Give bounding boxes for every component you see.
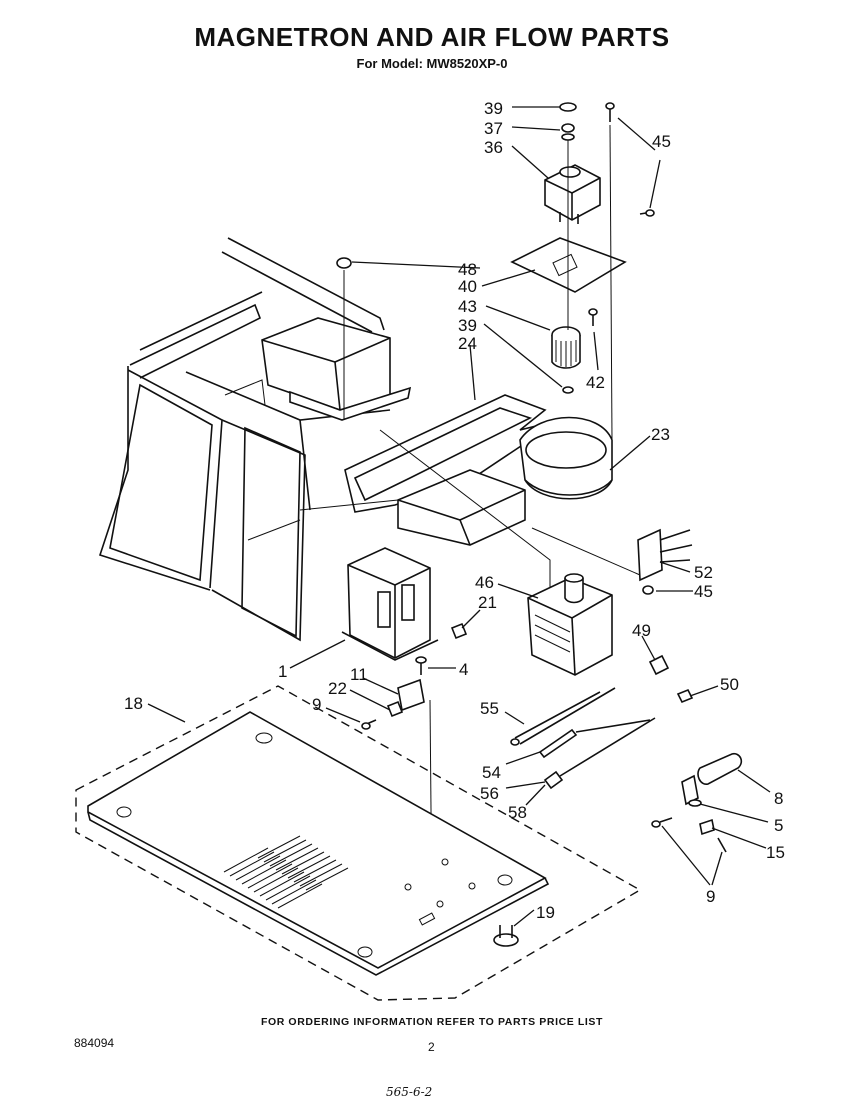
callout-11: 11 [350, 665, 368, 684]
callout-4: 4 [459, 660, 468, 679]
callout-46: 46 [475, 573, 494, 592]
callout-55: 55 [480, 699, 499, 718]
callout-52: 52 [694, 563, 713, 582]
callout-9: 9 [706, 887, 715, 906]
callout-40: 40 [458, 277, 477, 296]
capacitor-group [651, 752, 743, 853]
page-number: 2 [428, 1040, 435, 1054]
foot-19 [493, 925, 519, 947]
callout-50: 50 [720, 675, 739, 694]
callout-labels: 39 37 36 45 48 40 43 39 24 42 23 52 45 4… [124, 99, 785, 922]
thermal-49-50 [648, 654, 694, 704]
callout-22: 22 [328, 679, 347, 698]
lower-duct [397, 469, 526, 546]
callout-45: 45 [694, 582, 713, 601]
callout-19: 19 [536, 903, 555, 922]
base-vent-slots [223, 835, 349, 909]
callout-21: 21 [478, 593, 497, 612]
callout-36: 36 [484, 138, 503, 157]
callout-5: 5 [774, 816, 783, 835]
document-number: 884094 [74, 1036, 115, 1050]
callout-58: 58 [508, 803, 527, 822]
screws-45-42 [336, 102, 655, 326]
bracket-11 [361, 678, 425, 730]
handwritten-note: 565-6-2 [386, 1085, 433, 1099]
callout-9: 9 [312, 695, 321, 714]
callout-39: 39 [458, 316, 477, 335]
bracket-52 [637, 528, 693, 595]
callout-45: 45 [652, 132, 671, 151]
oven-cabinet [98, 237, 391, 642]
leader-lines [147, 106, 771, 927]
base-plate-18 [75, 685, 642, 1001]
ordering-note: FOR ORDERING INFORMATION REFER TO PARTS … [260, 1016, 604, 1028]
callout-1: 1 [278, 662, 287, 681]
callout-39: 39 [484, 99, 503, 118]
callout-43: 43 [458, 297, 477, 316]
callout-24: 24 [458, 334, 477, 353]
callout-15: 15 [766, 843, 785, 862]
callout-18: 18 [124, 694, 143, 713]
callout-8: 8 [774, 789, 783, 808]
fan-motor-36 [544, 164, 601, 224]
model-subtitle: For Model: MW8520XP-0 [356, 56, 508, 71]
callout-42: 42 [586, 373, 605, 392]
upper-duct [261, 317, 412, 421]
transformer-1 [341, 547, 439, 675]
wiring-harness [510, 687, 656, 790]
page-title: MAGNETRON AND AIR FLOW PARTS [194, 22, 670, 52]
callout-54: 54 [482, 763, 501, 782]
callout-49: 49 [632, 621, 651, 640]
callout-48: 48 [458, 260, 477, 279]
fan-blade-43 [551, 326, 581, 394]
callout-37: 37 [484, 119, 503, 138]
callout-56: 56 [480, 784, 499, 803]
fan-housing-23 [519, 416, 613, 500]
callout-23: 23 [651, 425, 670, 444]
washers-39-37 [559, 102, 577, 141]
magnetron-46 [527, 573, 613, 676]
